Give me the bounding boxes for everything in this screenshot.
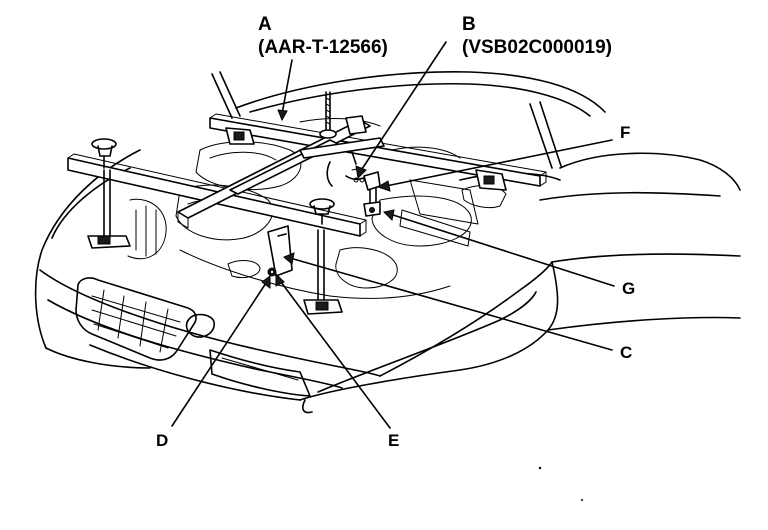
label-e: E (388, 431, 399, 450)
label-a-letter: A (258, 14, 272, 35)
leader-c (289, 257, 613, 351)
scan-specks (538, 466, 583, 501)
label-c: C (620, 343, 632, 362)
label-a-part-number: (AAR-T-12566) (258, 37, 388, 58)
arrow-d (261, 275, 271, 289)
front-bracket (267, 225, 293, 277)
leader-e (277, 277, 391, 429)
label-d: D (156, 431, 168, 450)
arrow-e (275, 272, 285, 287)
car-body-outline (34, 71, 741, 414)
label-b-letter: B (462, 14, 476, 35)
engine-support-hanger (67, 91, 547, 315)
leader-a (281, 59, 293, 115)
label-f: F (620, 123, 630, 142)
hanger-attachment (345, 167, 381, 217)
leader-d (171, 279, 269, 427)
arrow-a (277, 109, 288, 122)
engine-bay (127, 118, 507, 299)
arrow-b (355, 165, 367, 180)
arrow-g (382, 209, 395, 222)
arrow-f (376, 180, 391, 192)
leader-g (389, 213, 615, 287)
arrow-c (283, 252, 295, 265)
label-g: G (622, 279, 635, 298)
label-b-part-number: (VSB02C000019) (462, 37, 612, 58)
leader-lines (171, 41, 615, 429)
leader-f (385, 139, 613, 187)
leader-b (359, 41, 447, 173)
callout-labels: A (AAR-T-12566) B (VSB02C000019) F G C D… (156, 14, 635, 450)
